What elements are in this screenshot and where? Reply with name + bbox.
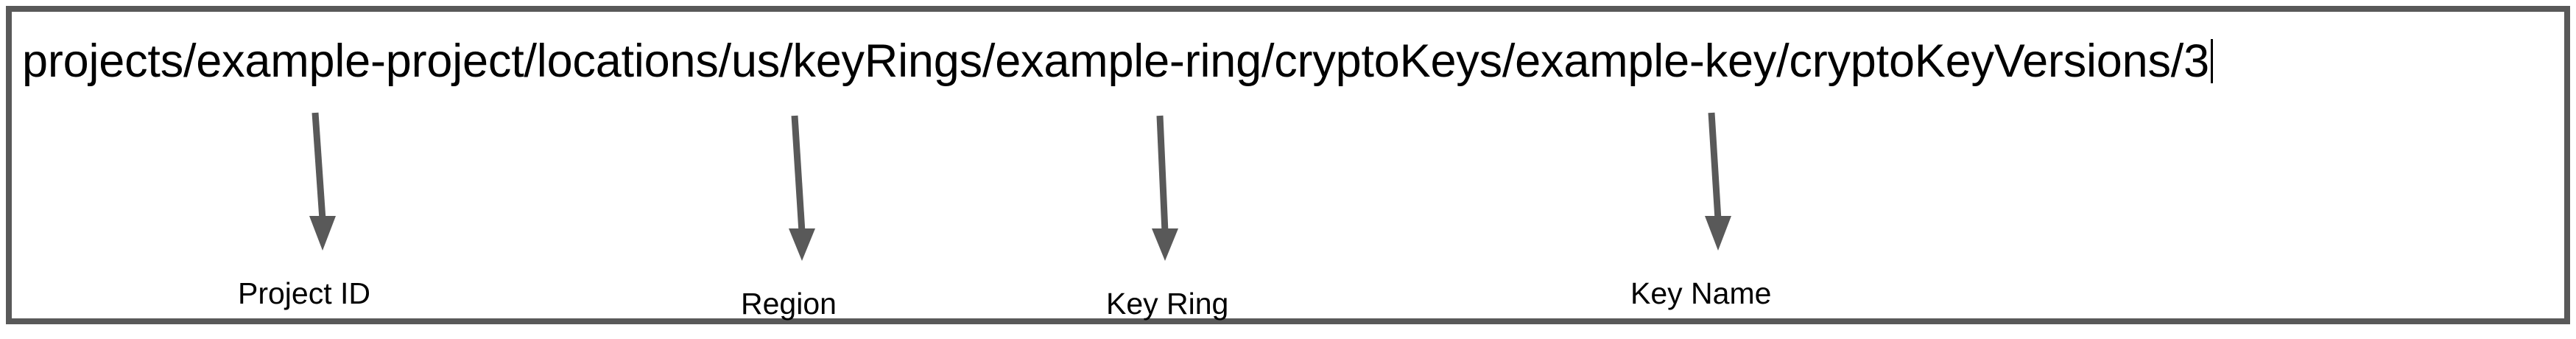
resource-path-text[interactable]: projects/example-project/locations/us/ke…: [22, 35, 2209, 87]
text-caret: [2210, 39, 2213, 83]
annotation-arrow-key-ring: [1152, 115, 1178, 261]
annotation-arrow-key-name: [1705, 112, 1731, 251]
annotation-arrow-project-id: [309, 112, 336, 251]
diagram-frame: [6, 6, 2570, 324]
annotation-label-region: Region: [741, 287, 837, 321]
annotation-label-key-ring: Key Ring: [1106, 287, 1229, 321]
resource-path-row[interactable]: projects/example-project/locations/us/ke…: [22, 29, 2213, 93]
annotation-label-key-name: Key Name: [1630, 276, 1772, 310]
annotation-label-project-id: Project ID: [238, 276, 370, 310]
annotation-arrow-region: [789, 115, 815, 261]
